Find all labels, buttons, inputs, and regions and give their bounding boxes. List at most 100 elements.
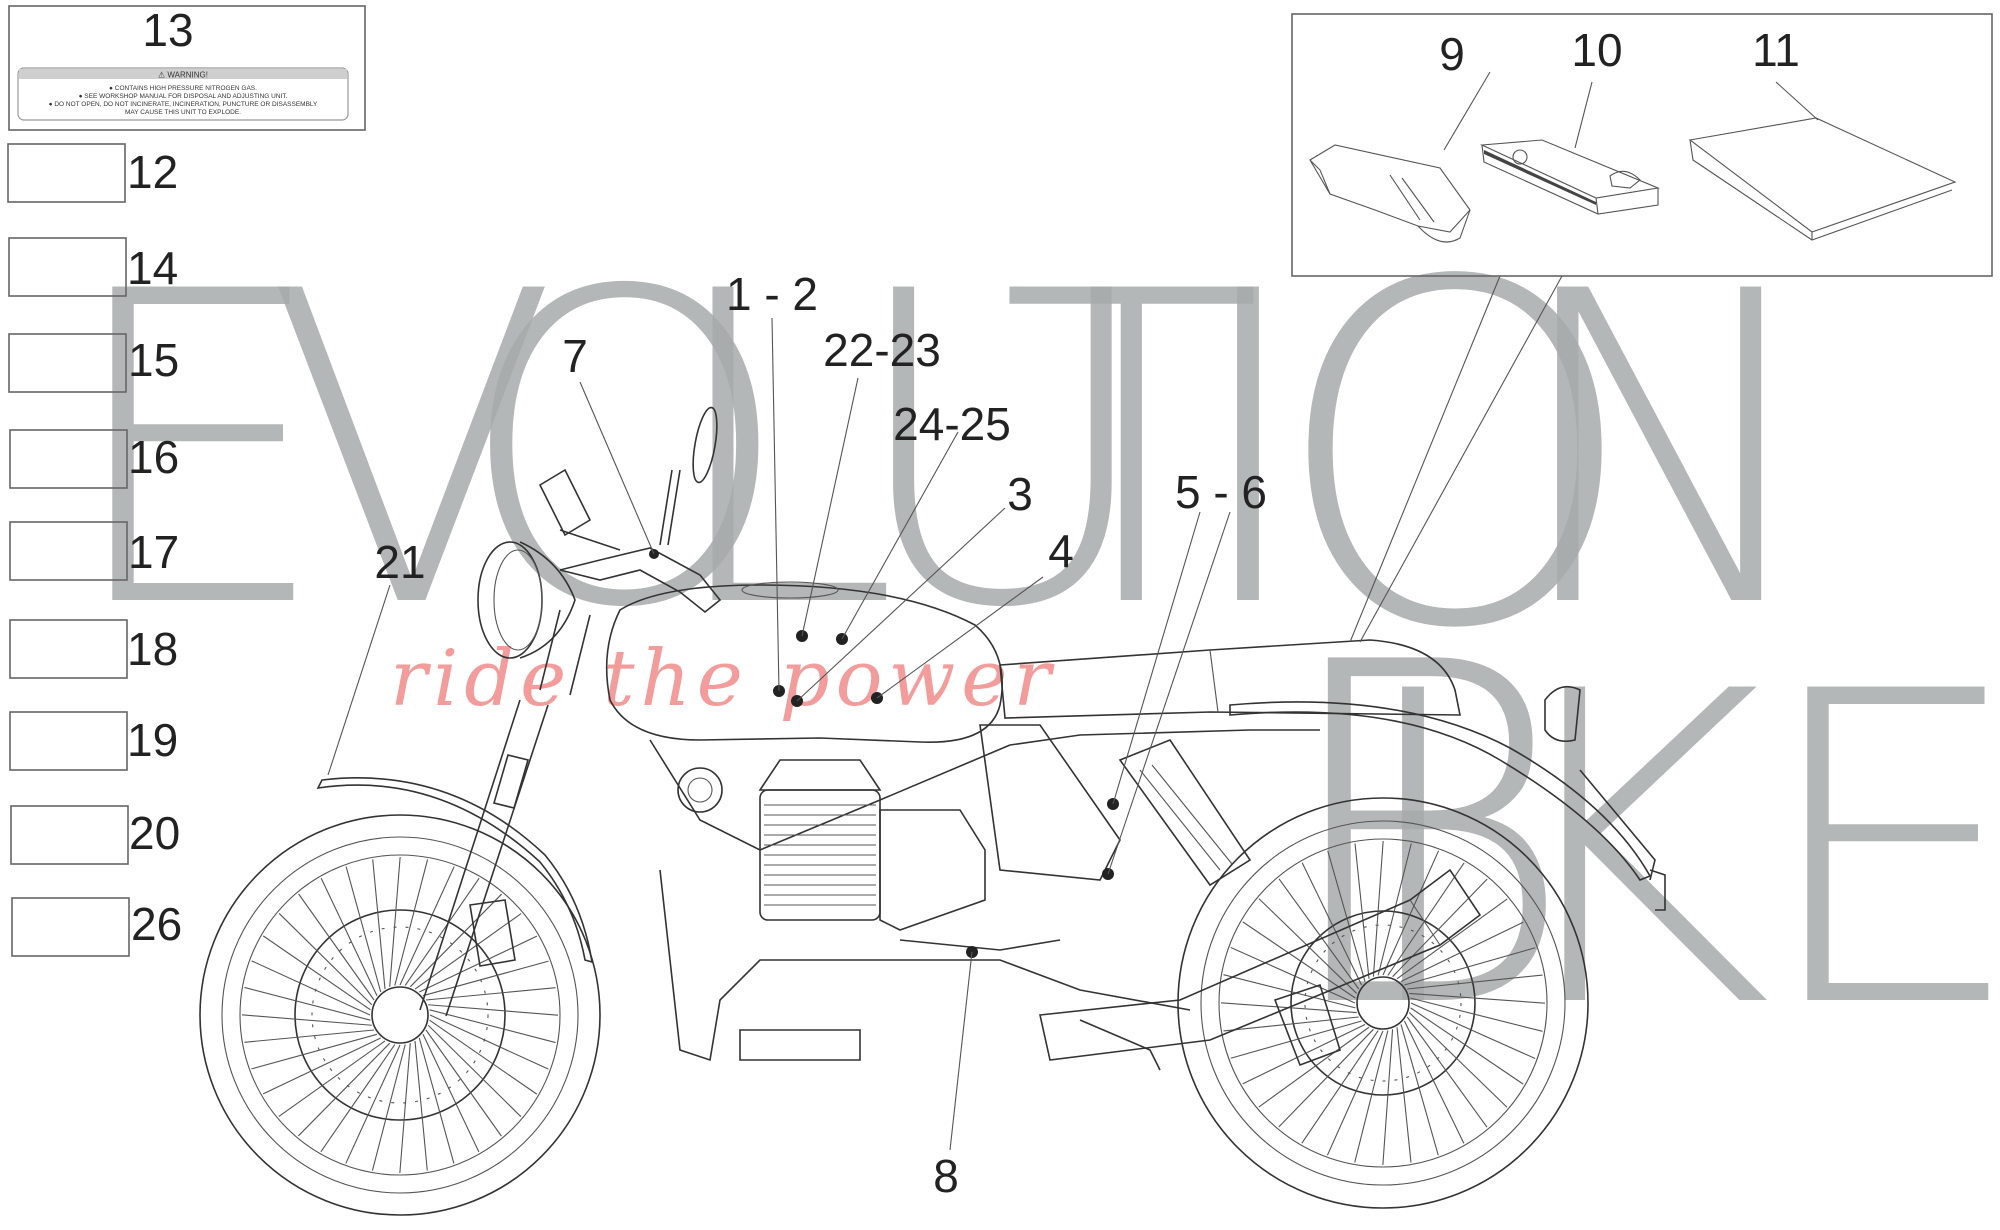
sticker-box-number: 19 [127, 714, 178, 766]
front-fork [419, 609, 591, 1017]
spoke [1382, 850, 1440, 976]
watermark-letter: T [1000, 202, 1263, 702]
warning-sticker [17, 67, 349, 121]
footpeg [1079, 1019, 1161, 1071]
spoke [241, 1014, 372, 1026]
watermark-letter: E [1755, 602, 2000, 1102]
sticker-box-number: 20 [129, 807, 180, 859]
spoke [422, 960, 549, 997]
warning-line-3: ● DO NOT OPEN, DO NOT INCINERATE, INCINE… [49, 101, 318, 108]
spoke [1403, 1020, 1465, 1144]
fuel-cap [741, 581, 839, 599]
spoke [1230, 946, 1356, 1004]
spoke [418, 1037, 455, 1164]
sticker-box-frame [8, 237, 127, 297]
sticker-box-17: 17 [9, 521, 179, 581]
spoke [414, 1040, 428, 1171]
spoke [1327, 850, 1366, 982]
spoke [1372, 840, 1384, 977]
spoke [371, 1044, 406, 1171]
callout-labels: 1 - 2 22-23 24-25 3 4 5 - 6 7 8 21 [374, 268, 1267, 1202]
warning-label-13: 13 ⚠ WARNING! ● CONTAINS HIGH PRESSURE N… [8, 4, 366, 131]
watermark-letter: U [845, 202, 1160, 702]
kit-item-number-9: 9 [1439, 28, 1465, 80]
sticker-box-26: 26 [11, 897, 182, 957]
handlebar [538, 406, 722, 614]
spoke [389, 856, 401, 987]
spoke [1242, 1023, 1366, 1085]
spoke [345, 866, 382, 993]
spoke [1396, 1027, 1412, 1163]
sticker-box-12: 12 [7, 143, 178, 203]
warning-line-2: ● SEE WORKSHOP MANUAL FOR DISPOSAL AND A… [79, 93, 288, 100]
spoke [419, 935, 538, 993]
sticker-box-number: 17 [128, 526, 179, 578]
spoke [297, 1042, 391, 1137]
frame [649, 724, 1320, 887]
kit-box-frame [1291, 13, 1993, 277]
rear-fender [1229, 701, 1652, 881]
callout-24-25: 24-25 [893, 398, 1011, 450]
sticker-box-number: 26 [131, 898, 182, 950]
spoke [429, 1009, 556, 1044]
spoke [1387, 862, 1465, 976]
callout-4: 4 [1048, 525, 1074, 577]
spoke [427, 1024, 522, 1118]
spoke [278, 1040, 386, 1117]
watermark-letter: V [265, 202, 559, 702]
watermark-letter: O [1270, 184, 1640, 731]
spoke [1410, 1007, 1524, 1085]
watermark-letter: I [1185, 202, 1312, 702]
headlight [477, 541, 576, 659]
rear-shock [1118, 739, 1252, 887]
callout-7: 7 [562, 330, 588, 382]
spoke [262, 1037, 381, 1095]
sticker-box-number: 12 [127, 146, 178, 198]
sticker-box-frame [8, 333, 127, 393]
spoke [320, 877, 378, 996]
warning-line-1: ● CONTAINS HIGH PRESSURE NITROGEN GAS. [109, 85, 257, 92]
spoke [1410, 997, 1543, 1032]
spoke [372, 859, 386, 990]
spoke [298, 893, 375, 1001]
sticker-box-frame [10, 805, 129, 865]
sticker-box-frame [9, 619, 128, 679]
watermark-letter: K [1490, 602, 1772, 1102]
fuel-tank [605, 584, 1003, 743]
sticker-box-frame [7, 143, 126, 203]
spoke [1242, 921, 1356, 999]
watermark-letter: B [1270, 564, 1578, 1111]
spoke [1258, 898, 1358, 994]
sticker-box-14: 14 [8, 237, 178, 297]
spoke [399, 866, 455, 986]
spoke [1301, 862, 1363, 986]
spoke [1407, 974, 1543, 990]
spoke [399, 1043, 411, 1174]
sticker-box-list: 12 14 15 16 17 18 19 20 [7, 143, 182, 957]
spoke [262, 935, 371, 1011]
watermark-letter: N [1505, 202, 1827, 702]
spoke [425, 1029, 502, 1137]
front-wheel [199, 814, 601, 1216]
spoke [1409, 992, 1546, 1004]
spoke [1382, 1029, 1394, 1166]
front-wheel-spokes [241, 856, 559, 1174]
sticker-box-19: 19 [9, 711, 178, 771]
documentation-kit-box: 9 10 11 [1291, 13, 1993, 277]
kit-item-number-10: 10 [1571, 24, 1622, 76]
spoke [409, 893, 503, 988]
leader-lines [327, 275, 1563, 1151]
spoke [1230, 1020, 1362, 1059]
exhaust [1039, 868, 1482, 1061]
watermark-letter: I [1350, 602, 1477, 1102]
engine [659, 759, 1191, 1062]
tail-light [1544, 685, 1666, 911]
warning-title: ⚠ WARNING! [158, 71, 208, 80]
spoke [1354, 843, 1370, 979]
sticker-box-number: 16 [128, 431, 179, 483]
callout-21: 21 [374, 536, 425, 588]
spoke [394, 859, 429, 986]
sticker-box-frame [9, 711, 128, 771]
spoke [1404, 947, 1536, 986]
watermark-letter: L [660, 202, 900, 702]
